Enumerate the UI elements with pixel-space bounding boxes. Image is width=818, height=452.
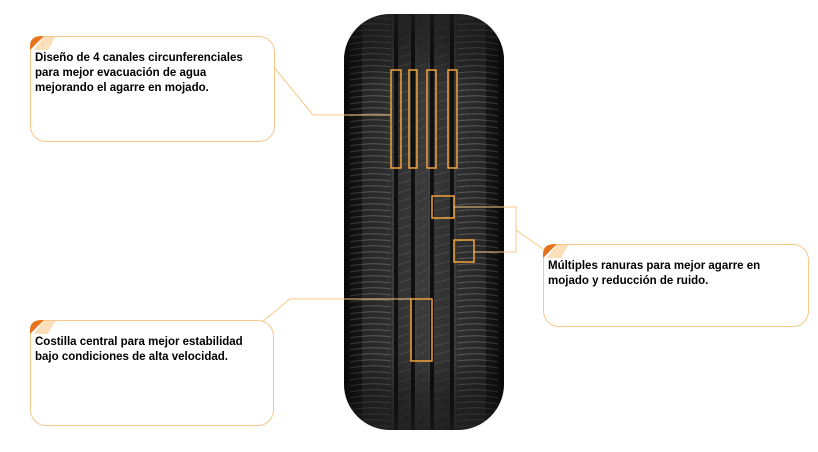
leader-line-3: [261, 298, 411, 323]
highlight-boxes: [390, 69, 475, 362]
tread-pattern: [344, 14, 504, 430]
groove-highlight-3: [426, 69, 437, 169]
callout-text: Costilla central para mejor estabilidad …: [35, 336, 243, 363]
leader-line-2b: [515, 229, 544, 250]
callout-text: Múltiples ranuras para mejor agarre en m…: [548, 260, 761, 287]
leader-line-1: [272, 65, 391, 116]
groove-highlight-1: [390, 69, 402, 169]
leader-lines: [261, 65, 544, 323]
callout-text: Diseño de 4 canales circunferenciales pa…: [35, 52, 243, 94]
tab-corner-icon: [30, 36, 56, 50]
callout-central-rib: Costilla central para mejor estabilidad …: [30, 320, 274, 426]
groove-highlight-4: [447, 69, 458, 169]
groove-highlight-2: [408, 69, 418, 169]
callout-multiple-grooves: Múltiples ranuras para mejor agarre en m…: [543, 244, 809, 327]
tab-corner-icon: [30, 320, 56, 334]
callout-water-evacuation: Diseño de 4 canales circunferenciales pa…: [30, 36, 275, 142]
tab-corner-icon: [543, 244, 569, 258]
groove-highlight-6: [453, 239, 475, 263]
rib-highlight: [410, 298, 433, 362]
leader-line-2a: [454, 206, 517, 253]
